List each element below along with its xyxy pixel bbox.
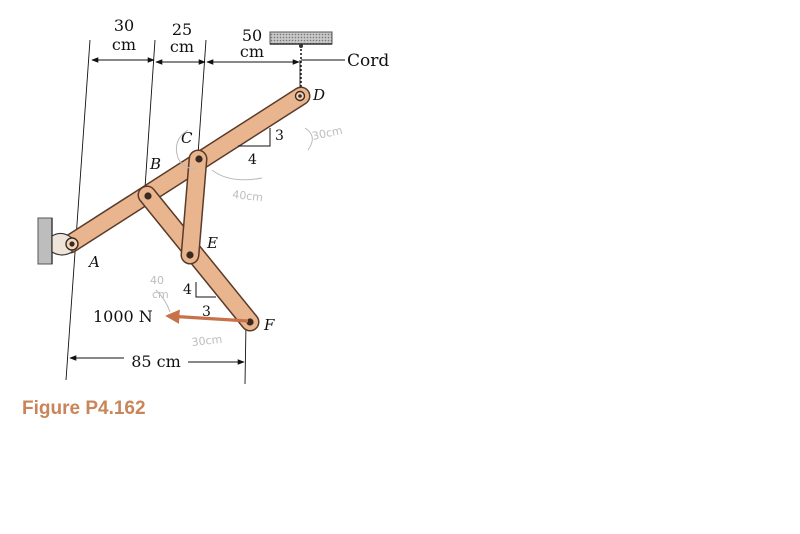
dim-50-value: 50: [242, 26, 262, 45]
dim-25-unit: cm: [170, 37, 194, 56]
member-ad: [60, 86, 311, 254]
wall-support: [37, 217, 53, 265]
note-4: 40: [150, 274, 164, 287]
label-f: F: [263, 316, 275, 334]
handwritten-scribbles: 30cm 40cm 30cm 40 cm: [150, 124, 344, 349]
note-3: 30cm: [191, 333, 223, 349]
extension-lines: [65, 39, 301, 385]
dim-30-unit: cm: [112, 35, 136, 54]
label-e: E: [206, 234, 218, 252]
label-d: D: [312, 86, 325, 104]
label-a: A: [87, 253, 100, 271]
dim-50-unit: cm: [240, 42, 264, 61]
cord-label: Cord: [347, 51, 389, 71]
label-c: C: [181, 129, 193, 147]
cord-knot: [299, 44, 303, 48]
ceiling-support: [269, 31, 333, 45]
figure-caption: Figure P4.162: [22, 398, 146, 419]
force-arrow: [165, 309, 249, 324]
note-2: 40cm: [232, 188, 264, 204]
dim-30-value: 30: [114, 16, 134, 35]
member-ce: [180, 149, 208, 265]
top-dimensions: [91, 57, 300, 65]
note-1: 30cm: [311, 124, 344, 143]
note-5: cm: [152, 288, 169, 301]
slope-lower-run: 3: [202, 304, 211, 320]
slope-lower-rise: 4: [183, 282, 192, 298]
dim-85-label: 85 cm: [131, 352, 181, 371]
slope-upper-run: 4: [248, 152, 257, 168]
bottom-dimension: [69, 355, 245, 365]
slope-triangle-upper: [238, 128, 271, 147]
pin-a-bracket: [51, 232, 73, 256]
pins: [65, 90, 306, 326]
force-label: 1000 N: [93, 307, 153, 326]
dim-25-value: 25: [172, 20, 192, 39]
slope-upper-rise: 3: [275, 128, 284, 144]
slope-triangle-lower: [195, 282, 216, 298]
label-b: B: [149, 155, 161, 173]
